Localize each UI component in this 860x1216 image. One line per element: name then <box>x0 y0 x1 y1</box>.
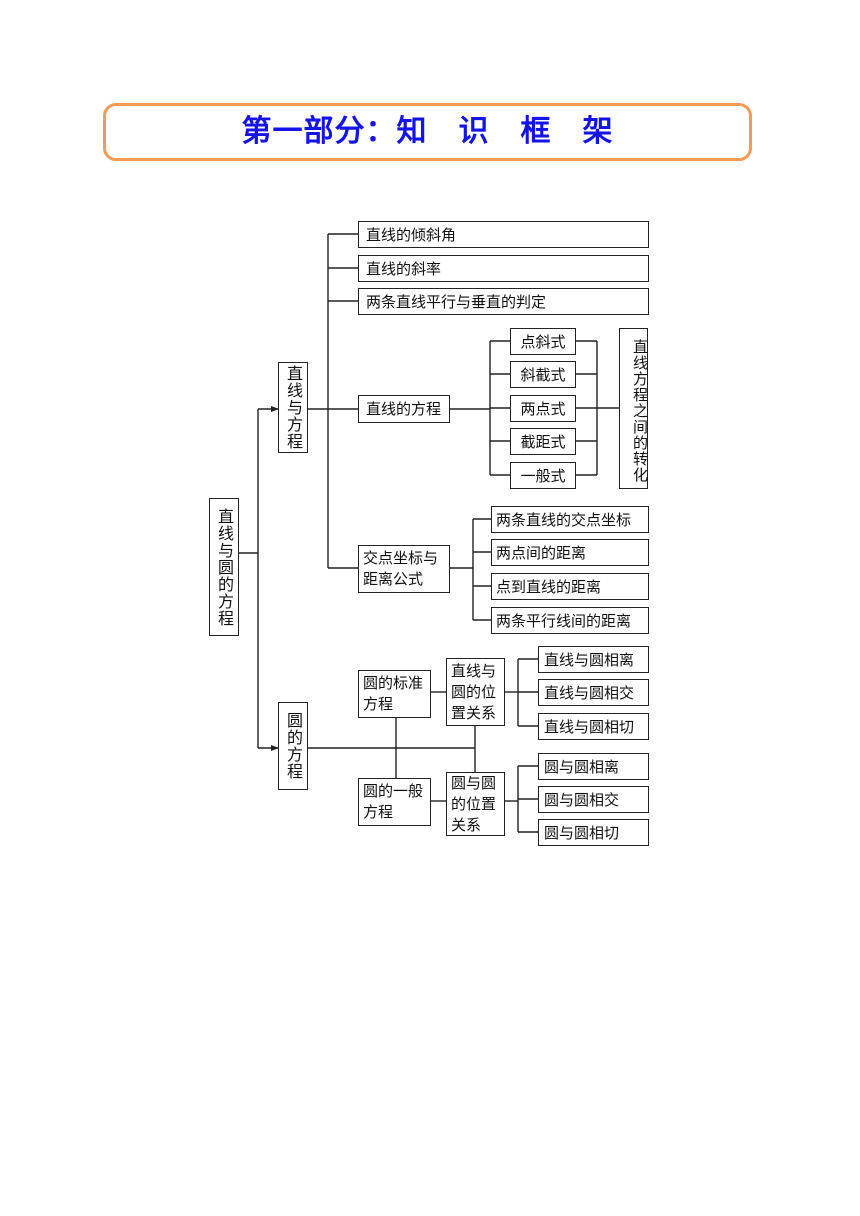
node-form-two-point: 两点式 <box>510 395 576 422</box>
node-form-intercept: 截距式 <box>510 428 576 455</box>
node-slope: 直线的斜率 <box>358 255 649 282</box>
node-line-equation: 直线的方程 <box>358 395 450 423</box>
node-form-slope-intercept: 斜截式 <box>510 361 576 388</box>
node-form-conversion: 直线方程之间的转化 <box>619 328 649 489</box>
node-two-point-distance: 两点间的距离 <box>491 539 649 566</box>
node-parallel-lines-distance: 两条平行线间的距离 <box>491 607 649 634</box>
title-banner: 第一部分：知 识 框 架 <box>103 103 752 161</box>
node-circle-circle-tangent: 圆与圆相切 <box>538 819 649 846</box>
page-title: 第一部分：知 识 框 架 <box>241 114 614 149</box>
node-circle-standard-equation: 圆的标准方程 <box>358 670 431 718</box>
node-form-point-slope: 点斜式 <box>510 328 576 355</box>
node-line-circle-separate: 直线与圆相离 <box>538 646 649 673</box>
node-circle-circle-separate: 圆与圆相离 <box>538 753 649 780</box>
node-line-circle-intersect: 直线与圆相交 <box>538 679 649 706</box>
node-form-general: 一般式 <box>510 462 576 489</box>
node-line-circle-tangent: 直线与圆相切 <box>538 713 649 740</box>
node-circle-general-equation: 圆的一般方程 <box>358 778 431 826</box>
node-parallel-perpendicular: 两条直线平行与垂直的判定 <box>358 288 649 315</box>
node-root: 直线与圆的方程 <box>209 498 239 636</box>
node-circle-circle-relation: 圆与圆的位置关系 <box>446 772 505 836</box>
node-line-circle-relation: 直线与圆的位置关系 <box>446 658 505 726</box>
node-inclination: 直线的倾斜角 <box>358 221 649 248</box>
node-circle-branch: 圆的方程 <box>278 702 308 790</box>
node-point-line-distance: 点到直线的距离 <box>491 573 649 600</box>
node-intersection-coords: 两条直线的交点坐标 <box>491 506 649 533</box>
node-circle-circle-intersect: 圆与圆相交 <box>538 786 649 813</box>
node-line-branch: 直线与方程 <box>278 362 308 453</box>
node-intersection-distance: 交点坐标与距离公式 <box>358 545 450 593</box>
